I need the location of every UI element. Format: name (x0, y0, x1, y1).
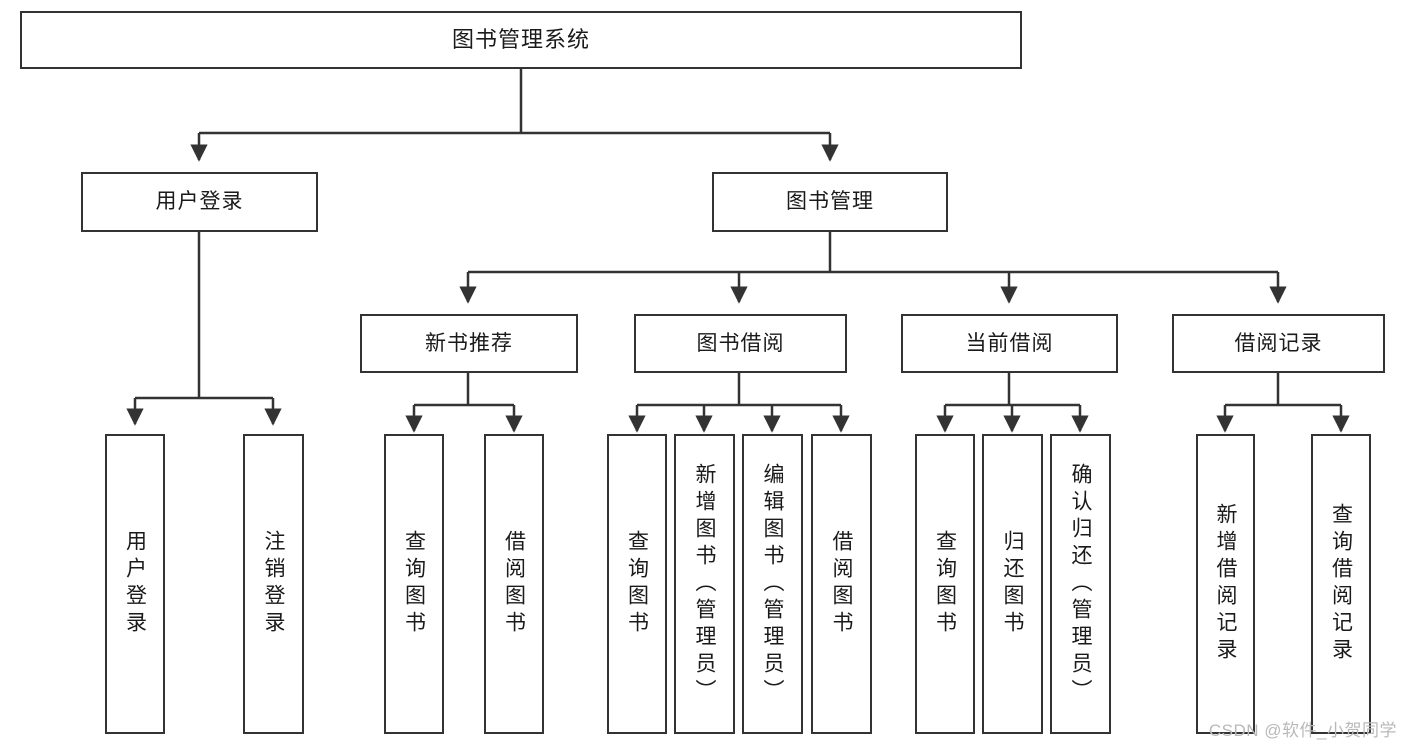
node-leaf-user-login-label: 用户登录 (123, 530, 147, 638)
node-current-borrow[interactable]: 当前借阅 (901, 314, 1118, 373)
node-leaf-confirm-return-label: 确认归还（管理员） (1069, 462, 1093, 706)
watermark-text: CSDN @软件_小贺同学 (1208, 721, 1397, 740)
node-book-manage[interactable]: 图书管理 (712, 172, 948, 232)
node-new-book-recommend[interactable]: 新书推荐 (360, 314, 578, 373)
node-leaf-add-record[interactable]: 新增借阅记录 (1196, 434, 1255, 734)
node-leaf-borrow-book-1-label: 借阅图书 (502, 530, 526, 638)
node-book-borrow-label: 图书借阅 (696, 331, 785, 355)
node-leaf-user-logout[interactable]: 注销登录 (243, 434, 304, 734)
node-root[interactable]: 图书管理系统 (20, 11, 1022, 69)
node-borrow-record[interactable]: 借阅记录 (1172, 314, 1385, 373)
node-leaf-edit-book[interactable]: 编辑图书（管理员） (742, 434, 803, 734)
node-leaf-query-record-label: 查询借阅记录 (1329, 503, 1353, 665)
node-user-login-label: 用户登录 (155, 190, 244, 214)
node-leaf-query-book-3[interactable]: 查询图书 (915, 434, 975, 734)
node-new-book-recommend-label: 新书推荐 (425, 331, 513, 355)
node-leaf-query-record[interactable]: 查询借阅记录 (1311, 434, 1371, 734)
node-leaf-add-book[interactable]: 新增图书（管理员） (674, 434, 735, 734)
node-leaf-return-book[interactable]: 归还图书 (982, 434, 1043, 734)
node-leaf-return-book-label: 归还图书 (1001, 530, 1025, 638)
node-leaf-user-logout-label: 注销登录 (262, 530, 286, 638)
node-book-borrow[interactable]: 图书借阅 (634, 314, 847, 373)
node-leaf-query-book-1-label: 查询图书 (402, 530, 426, 638)
node-current-borrow-label: 当前借阅 (965, 331, 1054, 355)
node-root-label: 图书管理系统 (451, 26, 590, 52)
node-leaf-edit-book-label: 编辑图书（管理员） (761, 462, 785, 706)
node-leaf-borrow-book-2[interactable]: 借阅图书 (811, 434, 872, 734)
node-leaf-query-book-2[interactable]: 查询图书 (607, 434, 667, 734)
node-leaf-query-book-3-label: 查询图书 (933, 530, 957, 638)
node-user-login[interactable]: 用户登录 (81, 172, 318, 232)
node-leaf-confirm-return[interactable]: 确认归还（管理员） (1050, 434, 1111, 734)
node-leaf-borrow-book-2-label: 借阅图书 (830, 530, 854, 638)
node-book-manage-label: 图书管理 (786, 190, 874, 214)
node-borrow-record-label: 借阅记录 (1234, 331, 1323, 355)
node-leaf-borrow-book-1[interactable]: 借阅图书 (484, 434, 544, 734)
node-leaf-add-book-label: 新增图书（管理员） (693, 462, 717, 706)
node-leaf-query-book-2-label: 查询图书 (625, 530, 649, 638)
node-leaf-add-record-label: 新增借阅记录 (1214, 503, 1238, 665)
node-leaf-user-login[interactable]: 用户登录 (105, 434, 165, 734)
node-leaf-query-book-1[interactable]: 查询图书 (384, 434, 444, 734)
